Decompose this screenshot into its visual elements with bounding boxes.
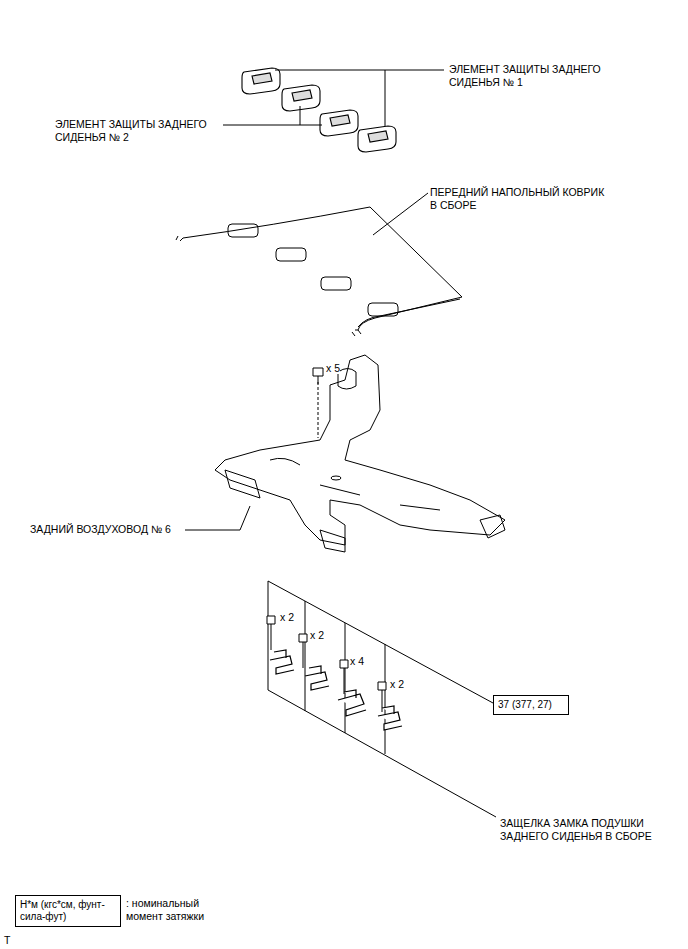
node-text: 37 (377, 27) bbox=[498, 699, 564, 711]
bolt bbox=[267, 616, 275, 650]
label-text: ЗАЩЕЛКА ЗАМКА ПОДУШКИ ЗАДНЕГО СИДЕНЬЯ В … bbox=[500, 817, 652, 842]
protector bbox=[242, 68, 280, 94]
floor-mat bbox=[176, 207, 462, 336]
latch-brackets bbox=[270, 650, 402, 730]
protector bbox=[320, 110, 358, 136]
latch bbox=[378, 706, 402, 730]
label-text: T bbox=[4, 934, 10, 946]
mat-outline bbox=[183, 207, 462, 330]
duct-body bbox=[215, 355, 505, 545]
mat-break bbox=[352, 330, 361, 336]
duct-detail bbox=[270, 458, 440, 510]
label-text: ПЕРЕДНИЙ НАПОЛЬНЫЙ КОВРИК В СБОРЕ bbox=[430, 186, 604, 211]
bolt bbox=[299, 634, 307, 668]
label-text: x 2 bbox=[390, 678, 404, 690]
mat-hole bbox=[368, 303, 398, 316]
node-text: Н*м (кгс*см, фунт-сила-фут) bbox=[20, 899, 116, 923]
part-label: ЗАЩЕЛКА ЗАМКА ПОДУШКИ ЗАДНЕГО СИДЕНЬЯ В … bbox=[500, 817, 675, 843]
bolt bbox=[340, 660, 348, 694]
protector-slot bbox=[292, 90, 312, 101]
part-label: x 2 bbox=[280, 611, 310, 624]
protector-slot bbox=[252, 73, 272, 84]
protector-body bbox=[358, 126, 396, 152]
leader-line bbox=[268, 581, 385, 754]
label-text: : номинальный момент затяжки bbox=[126, 897, 204, 922]
protector-slot bbox=[368, 131, 388, 142]
bolt bbox=[313, 368, 323, 384]
latches bbox=[267, 581, 496, 817]
label-text: ЭЛЕМЕНТ ЗАЩИТЫ ЗАДНЕГО СИДЕНЬЯ № 1 bbox=[449, 63, 601, 88]
rear-duct bbox=[215, 355, 505, 552]
part-label: x 2 bbox=[390, 678, 420, 691]
label-text: x 2 bbox=[310, 629, 324, 641]
label-text: x 5 bbox=[326, 362, 340, 374]
protector-parts bbox=[242, 68, 396, 152]
torque-box: Н*м (кгс*см, фунт-сила-фут) bbox=[15, 895, 121, 927]
part-label: ПЕРЕДНИЙ НАПОЛЬНЫЙ КОВРИК В СБОРЕ bbox=[430, 186, 610, 212]
duct-hole bbox=[331, 476, 341, 480]
protector-body bbox=[282, 85, 320, 111]
protector-body bbox=[242, 68, 280, 94]
torque-box: 37 (377, 27) bbox=[493, 695, 569, 715]
part-label: x 5 bbox=[326, 362, 366, 375]
leader-line bbox=[223, 106, 322, 125]
mat-edge bbox=[358, 299, 460, 327]
duct-opening bbox=[338, 369, 356, 390]
bolt-axis bbox=[318, 382, 319, 438]
part-label: x 2 bbox=[310, 629, 340, 642]
mat-hole bbox=[276, 248, 306, 261]
latch bbox=[270, 650, 294, 674]
mat-hole bbox=[321, 277, 351, 290]
mat-hole bbox=[228, 224, 258, 237]
protector-slot bbox=[330, 115, 350, 126]
leader-line bbox=[185, 506, 250, 530]
protector-body bbox=[320, 110, 358, 136]
mat-break bbox=[176, 236, 183, 241]
part-label: ЭЛЕМЕНТ ЗАЩИТЫ ЗАДНЕГО СИДЕНЬЯ № 1 bbox=[449, 63, 619, 89]
protector bbox=[358, 126, 396, 152]
latch-bolts bbox=[267, 616, 386, 712]
label-text: x 2 bbox=[280, 611, 294, 623]
label-text: ЗАДНИЙ ВОЗДУХОВОД № 6 bbox=[30, 523, 171, 535]
label-text: x 4 bbox=[350, 655, 364, 667]
protector bbox=[282, 85, 320, 111]
duct-outlet bbox=[225, 470, 505, 552]
part-label: T bbox=[4, 934, 24, 947]
leader-line bbox=[373, 193, 428, 235]
part-label: x 4 bbox=[350, 655, 380, 668]
part-label: ЭЛЕМЕНТ ЗАЩИТЫ ЗАДНЕГО СИДЕНЬЯ № 2 bbox=[55, 118, 223, 144]
part-label: ЗАДНИЙ ВОЗДУХОВОД № 6 bbox=[30, 523, 190, 536]
latch bbox=[338, 690, 366, 716]
latch bbox=[305, 666, 329, 690]
part-label: : номинальный момент затяжки bbox=[126, 897, 218, 923]
label-text: ЭЛЕМЕНТ ЗАЩИТЫ ЗАДНЕГО СИДЕНЬЯ № 2 bbox=[55, 118, 207, 143]
